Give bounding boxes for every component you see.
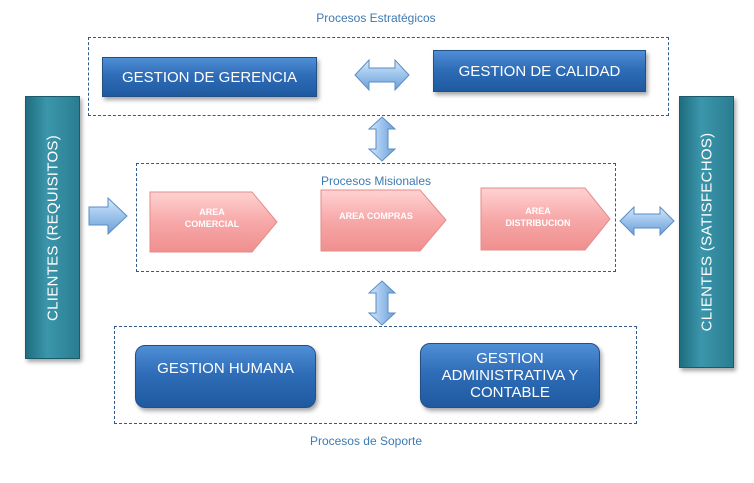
area-distribucion-label: AREA DISTRIBUCION <box>484 205 592 229</box>
clientes-satisfechos-label: CLIENTES (SATISFECHOS) <box>698 132 715 332</box>
area-distribucion-line1: AREA <box>525 206 551 216</box>
chevron-area-comercial <box>149 191 278 253</box>
missional-group-label: Procesos Misionales <box>320 174 432 188</box>
missional-group-border <box>136 163 616 272</box>
area-distribucion-line2: DISTRIBUCION <box>505 218 571 228</box>
arrow-right-input <box>88 196 128 236</box>
clientes-requisitos-bar: CLIENTES (REQUISITOS) <box>25 96 80 359</box>
area-comercial-line1: AREA <box>199 207 225 217</box>
area-compras-label: AREA COMPRAS <box>339 211 413 221</box>
gestion-gerencia-label: GESTION DE GERENCIA <box>121 68 298 86</box>
double-arrow-vertical-upper <box>367 116 397 162</box>
clientes-requisitos-label: CLIENTES (REQUISITOS) <box>44 134 61 321</box>
area-comercial-label: AREA COMERCIAL <box>157 206 267 230</box>
double-arrow-vertical-lower <box>367 280 397 326</box>
gestion-administrativa-box: GESTION ADMINISTRATIVA Y CONTABLE <box>420 343 600 408</box>
chevron-area-distribucion <box>480 187 611 251</box>
support-group-label: Procesos de Soporte <box>309 434 423 448</box>
double-arrow-horizontal-right <box>619 205 675 237</box>
strategic-group-label: Procesos Estratégicos <box>316 11 436 25</box>
gestion-gerencia-box: GESTION DE GERENCIA <box>102 57 317 97</box>
gestion-administrativa-line1: GESTION <box>476 350 544 367</box>
strategic-group-border <box>88 37 669 116</box>
gestion-administrativa-line3: CONTABLE <box>470 384 550 401</box>
chevron-area-compras <box>320 189 447 252</box>
gestion-calidad-label: GESTION DE CALIDAD <box>458 62 621 80</box>
gestion-humana-label: GESTION HUMANA <box>157 360 294 377</box>
clientes-satisfechos-bar: CLIENTES (SATISFECHOS) <box>679 96 734 368</box>
gestion-administrativa-line2: ADMINISTRATIVA Y <box>441 367 579 384</box>
double-arrow-horizontal-top <box>354 58 410 92</box>
gestion-calidad-box: GESTION DE CALIDAD <box>433 50 646 92</box>
gestion-humana-box: GESTION HUMANA <box>135 345 316 408</box>
area-comercial-line2: COMERCIAL <box>184 219 240 229</box>
support-group-border <box>114 326 637 424</box>
